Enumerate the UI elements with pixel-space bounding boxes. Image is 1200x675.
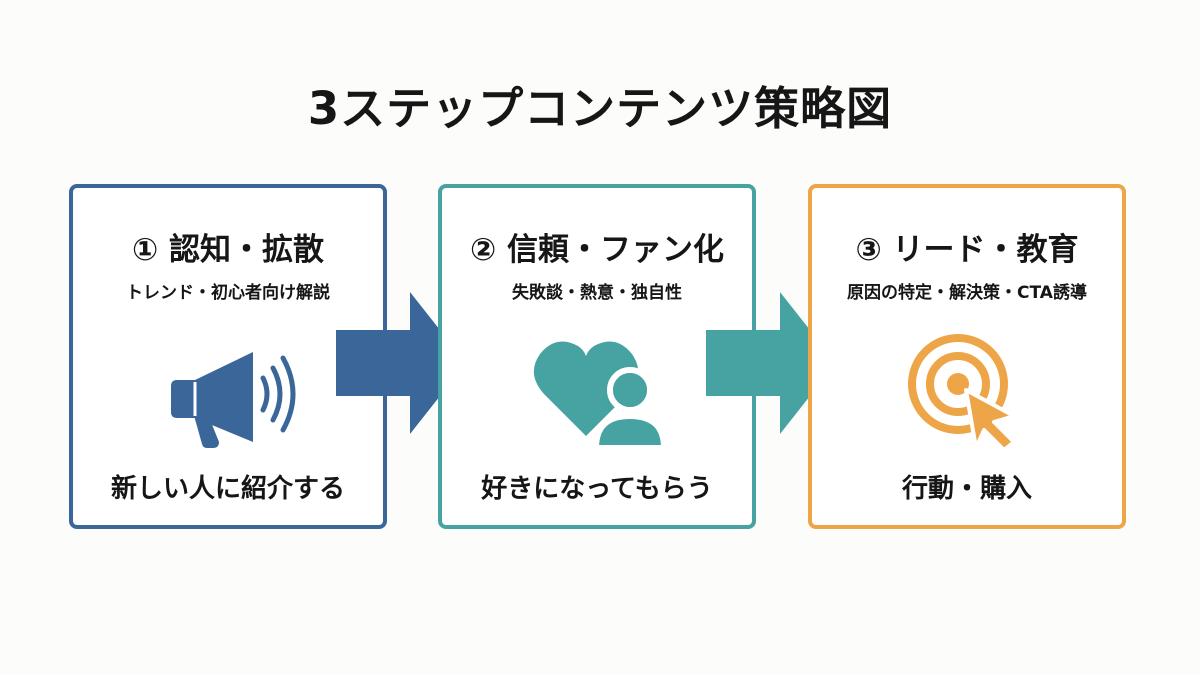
step-title: ③ リード・教育: [855, 232, 1079, 268]
step-card-awareness: ① 認知・拡散 トレンド・初心者向け解説 新しい人に紹介する: [69, 184, 387, 529]
step-subtitle: 原因の特定・解決策・CTA誘導: [847, 283, 1087, 303]
arrow-right-icon: [336, 292, 466, 434]
target-cursor-icon: [908, 334, 1016, 448]
step-title: ② 信頼・ファン化: [469, 232, 725, 268]
heart-person-icon: [533, 341, 668, 448]
step-subtitle: 失敗談・熱意・独自性: [512, 283, 682, 303]
step-goal: 新しい人に紹介する: [110, 474, 345, 504]
step-subtitle: トレンド・初心者向け解説: [126, 283, 330, 303]
step-goal: 行動・購入: [901, 474, 1032, 504]
step-card-lead: ③ リード・教育 原因の特定・解決策・CTA誘導 行動・購入: [808, 184, 1126, 529]
diagram-title: 3ステップコンテンツ策略図: [307, 82, 893, 135]
step-goal: 好きになってもらう: [481, 474, 713, 504]
step-card-trust: ② 信頼・ファン化 失敗談・熱意・独自性 好きになってもらう: [438, 184, 756, 529]
megaphone-icon: [171, 352, 296, 448]
step-title: ① 認知・拡散: [131, 232, 325, 268]
arrow-right-icon: [706, 292, 836, 434]
